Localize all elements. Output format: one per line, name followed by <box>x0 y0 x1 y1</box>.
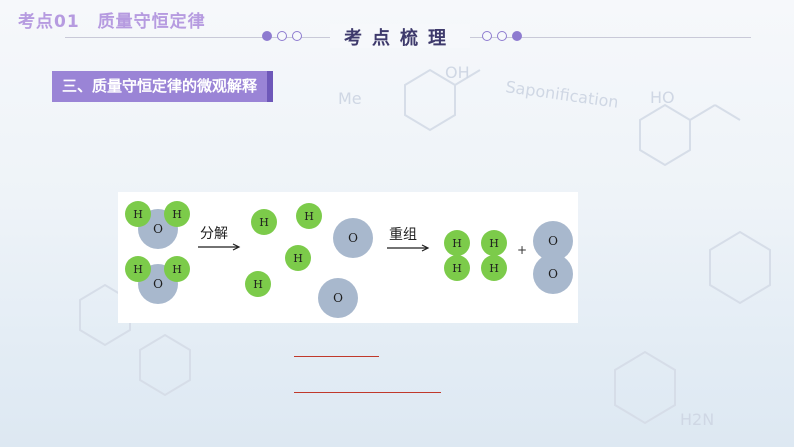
lesson-title: 考点01 质量守恒定律 <box>18 12 206 32</box>
bg-word-saponification: Saponification <box>504 77 619 112</box>
header-dots-left <box>262 31 302 41</box>
page-title: 考点梳理 <box>330 24 470 49</box>
hydrogen-atom: H <box>481 230 507 256</box>
header-dots-right <box>482 31 522 41</box>
right-arrow-icon <box>198 243 241 251</box>
hydrogen-atom: H <box>245 271 271 297</box>
hydrogen-atom: H <box>285 245 311 271</box>
oxygen-atom: O <box>318 278 358 318</box>
answer-blank-1[interactable] <box>294 356 379 357</box>
bg-word-ho: HO <box>650 88 675 107</box>
recombine-label: 重组 <box>389 227 417 243</box>
hydrogen-atom: H <box>444 255 470 281</box>
oxygen-atom: O <box>333 218 373 258</box>
right-arrow-icon <box>387 244 430 252</box>
bg-word-me: Me <box>338 89 362 108</box>
answer-blank-2[interactable] <box>294 392 441 393</box>
hydrogen-atom: H <box>125 201 151 227</box>
section-heading: 三、质量守恒定律的微观解释 <box>52 71 274 102</box>
oxygen-atom: O <box>533 254 573 294</box>
dot-empty-icon <box>292 31 302 41</box>
hydrogen-atom: H <box>164 201 190 227</box>
bg-word-oh: OH <box>445 63 470 82</box>
decompose-label: 分解 <box>200 226 228 242</box>
dot-filled-icon <box>262 31 272 41</box>
hydrogen-atom: H <box>125 256 151 282</box>
hydrogen-atom: H <box>296 203 322 229</box>
dot-filled-icon <box>512 31 522 41</box>
dot-empty-icon <box>497 31 507 41</box>
plus-sign: + <box>517 243 528 257</box>
bg-word-h2n: H2N <box>680 410 714 429</box>
hydrogen-atom: H <box>481 255 507 281</box>
dot-empty-icon <box>277 31 287 41</box>
dot-empty-icon <box>482 31 492 41</box>
hydrogen-atom: H <box>251 209 277 235</box>
molecule-reaction-diagram: O H H O H H 分解 H H H H O O 重组 H H H H + … <box>118 192 578 323</box>
hydrogen-atom: H <box>164 256 190 282</box>
hydrogen-atom: H <box>444 230 470 256</box>
